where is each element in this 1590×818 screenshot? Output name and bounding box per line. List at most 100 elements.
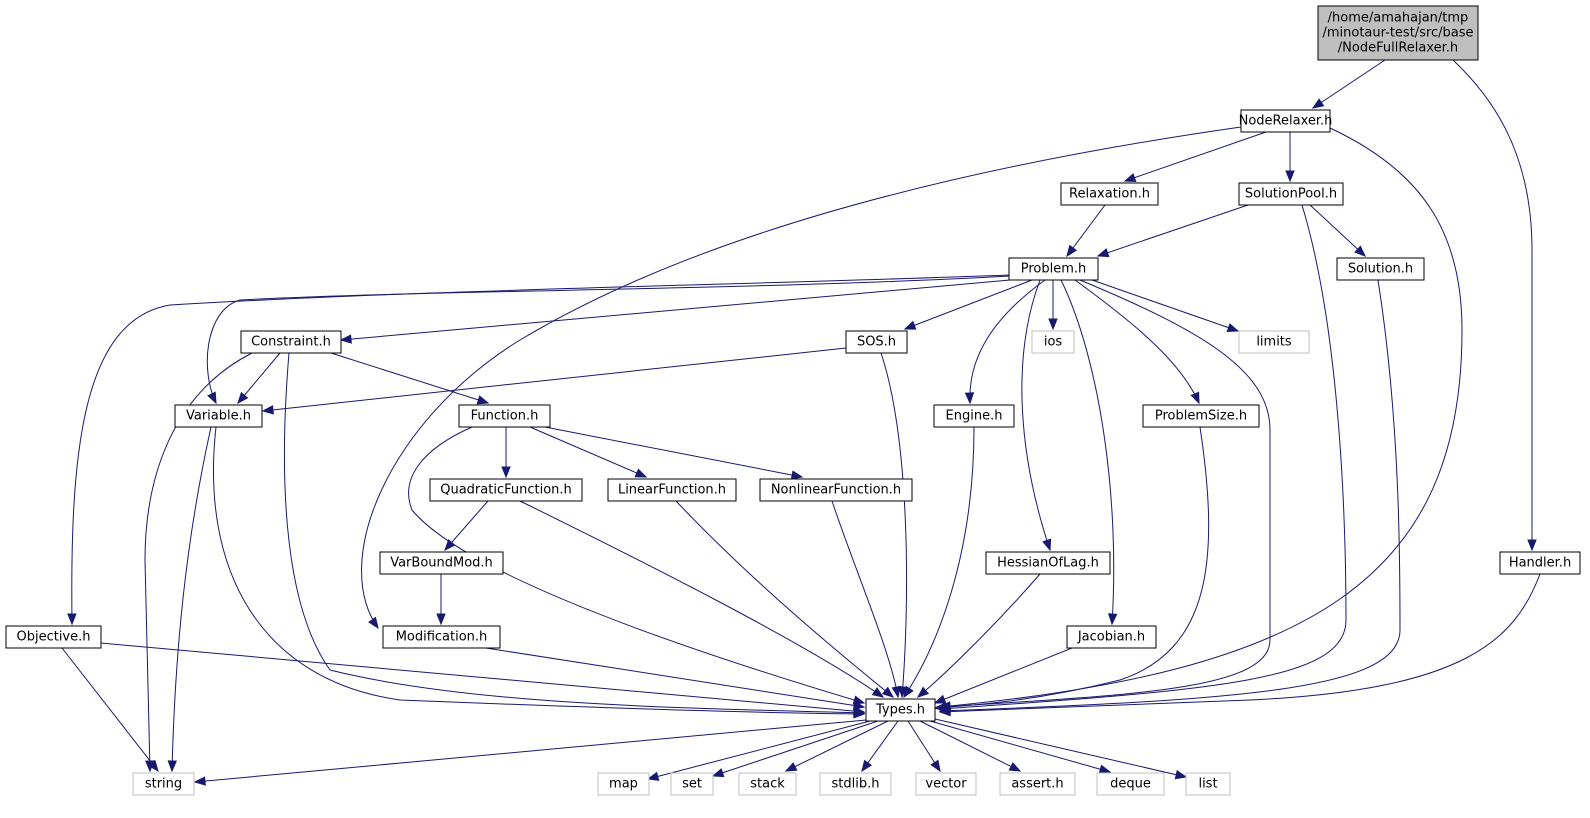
node-types-box xyxy=(865,698,936,722)
node-variable[interactable]: Variable.h xyxy=(174,404,263,428)
node-stdlib-label: stdlib.h xyxy=(832,777,880,792)
edge-variable-to-types xyxy=(213,426,866,719)
edge-line xyxy=(1312,59,1386,109)
edge-line xyxy=(880,352,908,698)
node-root-label: /NodeFullRelaxer.h xyxy=(1338,41,1458,56)
node-linearfunction-box xyxy=(607,478,737,502)
edge-variable-to-string xyxy=(167,426,212,773)
edge-arrowhead xyxy=(898,686,908,699)
edge-line xyxy=(519,500,884,698)
edge-arrowhead xyxy=(368,616,379,630)
edge-line xyxy=(485,647,865,708)
edge-arrowhead xyxy=(237,391,249,405)
edge-types-to-set xyxy=(711,720,879,778)
node-engine-label: Engine.h xyxy=(946,409,1003,424)
node-stdlib: stdlib.h xyxy=(819,772,892,796)
edge-line xyxy=(939,204,1347,710)
edge-line xyxy=(1309,204,1366,257)
edge-arrowhead xyxy=(1174,770,1188,780)
node-jacobian-label: Jacobian.h xyxy=(1077,630,1145,645)
node-vector-box xyxy=(915,772,977,796)
node-function-label: Function.h xyxy=(471,409,539,424)
node-jacobian[interactable]: Jacobian.h xyxy=(1066,625,1157,649)
edge-problem-to-problemsize xyxy=(1074,279,1200,405)
edge-line xyxy=(969,279,1046,404)
node-relaxation-label: Relaxation.h xyxy=(1069,187,1150,202)
edge-line xyxy=(330,352,489,404)
node-solution-label: Solution.h xyxy=(1348,262,1413,277)
edge-noderelaxer-to-modification xyxy=(361,126,1242,630)
node-sos[interactable]: SOS.h xyxy=(845,330,908,354)
edge-solutionpool-to-problem xyxy=(1096,204,1249,258)
edge-line xyxy=(237,352,281,404)
edge-line xyxy=(194,719,867,783)
edge-arrowhead xyxy=(646,771,660,781)
edge-arrowhead xyxy=(339,334,352,344)
edge-arrowhead xyxy=(1190,391,1200,405)
node-stack-box xyxy=(738,772,797,796)
node-deque: deque xyxy=(1096,772,1165,796)
edge-problem-to-jacobian xyxy=(1060,279,1118,626)
edge-constraint-to-variable xyxy=(237,352,281,405)
edge-noderelaxer-to-solutionpool xyxy=(1285,132,1295,183)
node-problem[interactable]: Problem.h xyxy=(1008,257,1099,281)
edge-line xyxy=(939,573,1541,713)
node-varboundmod[interactable]: VarBoundMod.h xyxy=(379,551,504,575)
node-stack-label: stack xyxy=(750,777,785,792)
node-string: string xyxy=(132,772,195,796)
node-quadraticfunction-label: QuadraticFunction.h xyxy=(440,483,572,498)
node-ios: ios xyxy=(1031,330,1075,354)
node-hessianoflag[interactable]: HessianOfLag.h xyxy=(985,551,1111,575)
node-quadraticfunction[interactable]: QuadraticFunction.h xyxy=(429,478,583,502)
edge-arrowhead xyxy=(67,613,77,626)
node-nonlinearfunction[interactable]: NonlinearFunction.h xyxy=(759,478,913,502)
node-solution[interactable]: Solution.h xyxy=(1336,257,1425,281)
node-problemsize[interactable]: ProblemSize.h xyxy=(1142,404,1260,428)
edge-types-to-stack xyxy=(784,720,889,772)
edge-line xyxy=(71,274,1011,625)
edge-arrowhead xyxy=(476,395,490,405)
edge-line xyxy=(917,573,1041,698)
node-function-box xyxy=(458,404,551,428)
node-modification[interactable]: Modification.h xyxy=(382,625,501,649)
node-function[interactable]: Function.h xyxy=(458,404,551,428)
edge-objective-to-types xyxy=(100,642,866,716)
node-string-label: string xyxy=(145,777,182,792)
node-stack: stack xyxy=(738,772,797,796)
edge-line xyxy=(171,426,212,772)
edge-line xyxy=(1091,279,1239,332)
node-root[interactable]: /home/amahajan/tmp/minotaur-test/src/bas… xyxy=(1317,5,1479,61)
edge-line xyxy=(544,426,803,478)
node-ios-label: ios xyxy=(1044,335,1063,350)
edge-line xyxy=(213,426,865,715)
node-types[interactable]: Types.h xyxy=(865,698,936,722)
edge-arrowhead xyxy=(903,685,914,699)
edge-line xyxy=(283,352,865,714)
edge-line xyxy=(712,720,879,777)
edge-line xyxy=(939,279,1401,712)
node-deque-box xyxy=(1096,772,1165,796)
edge-arrowhead xyxy=(853,706,866,716)
node-linearfunction[interactable]: LinearFunction.h xyxy=(607,478,737,502)
edge-problem-to-ios xyxy=(1048,280,1058,331)
edge-arrowhead xyxy=(1042,538,1052,552)
node-variable-box xyxy=(174,404,263,428)
node-constraint-box xyxy=(240,330,342,354)
node-sos-label: SOS.h xyxy=(857,335,896,350)
edge-function-to-quadraticfunction xyxy=(501,427,511,479)
node-handler[interactable]: Handler.h xyxy=(1499,551,1581,575)
node-solutionpool[interactable]: SolutionPool.h xyxy=(1238,182,1344,206)
node-engine[interactable]: Engine.h xyxy=(933,404,1015,428)
node-objective[interactable]: Objective.h xyxy=(5,625,102,649)
node-noderelaxer[interactable]: NodeRelaxer.h xyxy=(1239,109,1333,133)
edge-line xyxy=(340,279,1011,341)
edge-arrowhead xyxy=(1008,762,1022,772)
node-quadraticfunction-box xyxy=(429,478,583,502)
node-root-label: /minotaur-test/src/base xyxy=(1322,26,1473,41)
edge-function-to-nonlinearfunction xyxy=(544,426,804,480)
edge-types-to-stdlib xyxy=(861,720,899,773)
node-relaxation[interactable]: Relaxation.h xyxy=(1060,182,1159,206)
node-constraint[interactable]: Constraint.h xyxy=(240,330,342,354)
node-problemsize-box xyxy=(1142,404,1260,428)
edge-arrowhead xyxy=(147,759,159,773)
